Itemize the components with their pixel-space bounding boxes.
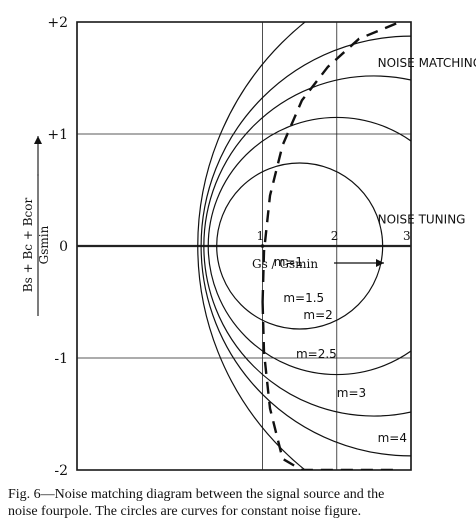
annotation-noise-matching: NOISE MATCHING [378,56,476,70]
annotation-noise-tuning: NOISE TUNING [378,213,466,227]
curve-m-2 [207,116,411,376]
annotations: NOISE MATCHING NOISE TUNING m=1 m=1.5 m=2 m=2… [274,56,476,445]
x-axis-arrow-head [376,259,384,267]
x-tick-label: 2 [331,229,339,243]
annotation-m-2-5: m=2.5 [296,347,337,361]
y-axis-label-denominator: Gsmin [37,225,51,264]
annotation-m-3: m=3 [337,386,366,400]
noise-figure-circles [197,22,411,470]
y-axis-label-container [4,120,44,370]
caption-line-2: noise fourpole. The circles are curves f… [8,504,362,519]
x-tick-label: 3 [403,229,411,243]
annotation-m-1-5: m=1.5 [283,291,324,305]
y-axis-label: Bs + Bc + Bcor [21,198,35,293]
annotation-m-2: m=2 [303,308,332,322]
grid [77,21,411,471]
y-tick-label: 0 [59,239,68,255]
annotation-m-1: m=1 [274,255,303,269]
curve-m-1 [260,244,265,248]
curve-m-2-5 [203,75,411,417]
x-tick-label: 1 [257,229,265,243]
annotation-m-4: m=4 [378,431,407,445]
noise-matching-curve [261,22,401,470]
curve-m-3 [200,35,411,457]
curve-m-4 [197,22,307,470]
y-axis-arrow-head [34,136,42,144]
y-tick-label: -2 [54,463,68,479]
y-tick-label: +1 [47,127,68,143]
noise-matching-upper [261,22,401,303]
y-tick-label: +2 [47,15,68,31]
curve-m-1-5 [216,162,384,330]
x-axis-label: Gs / Gsmin [252,257,318,271]
noise-matching-lower [261,301,400,470]
figure-caption: Fig. 6—Noise matching diagram between th… [8,486,468,520]
caption-line-1: Fig. 6—Noise matching diagram between th… [8,487,385,502]
y-tick-label: -1 [54,351,68,367]
